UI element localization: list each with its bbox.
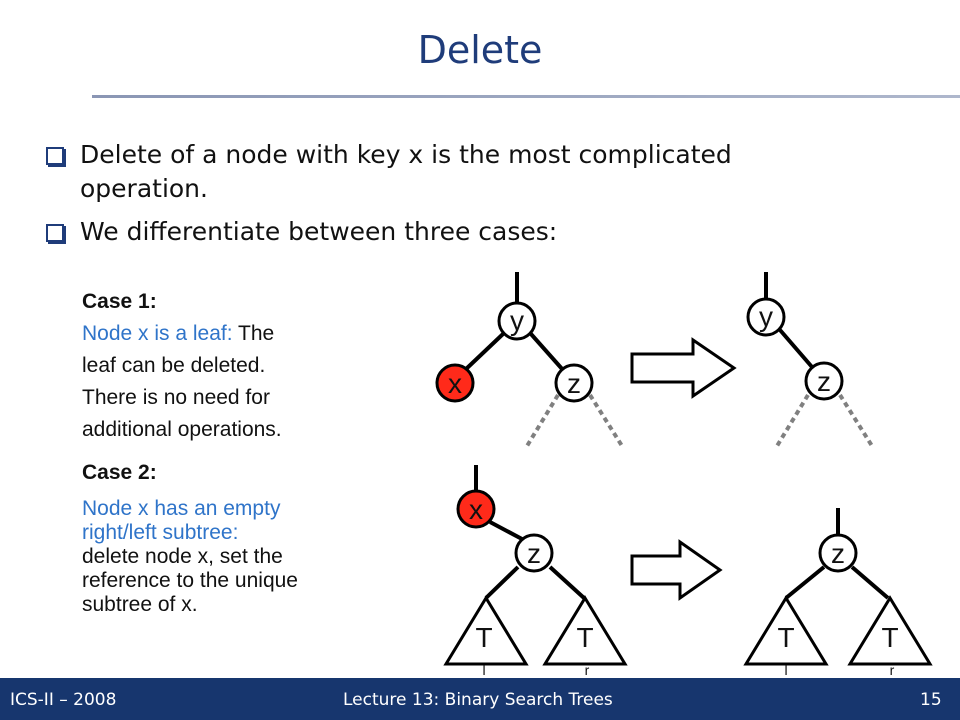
case2-after-label-z: z [831, 538, 845, 569]
bullet-2-line-1: We differentiate between three cases: [80, 217, 558, 246]
case2-before-right-subtree-sub: r [585, 662, 590, 678]
bullet-1-line-1: Delete of a node with key x is the most … [80, 140, 732, 169]
slide-footer: ICS-II – 2008 Lecture 13: Binary Search … [0, 678, 960, 720]
case1-after-z-right-dotted-edge [838, 393, 874, 448]
case2-before-z-left-edge [484, 565, 520, 600]
case1-before-label-y: y [510, 305, 524, 336]
case-1-line-3: additional operations. [82, 418, 282, 441]
case2-after-left-subtree [743, 595, 829, 666]
case2-after-node-z [818, 533, 858, 573]
bullet-1-line-2: operation. [80, 174, 208, 203]
case-2-text: Case 2: Node x has an empty right/left s… [82, 457, 298, 617]
case1-before-label-x: x [448, 368, 462, 399]
case-1-heading: Case 1: [82, 290, 157, 313]
case2-before-left-subtree-sub: l [482, 662, 485, 678]
case2-before-label-x: x [469, 494, 483, 525]
case2-before-label-z: z [527, 538, 541, 569]
case1-before-node-z [554, 363, 594, 403]
case1-before-z-left-dotted-edge [525, 393, 560, 448]
square-bullet-icon [46, 147, 64, 165]
case2-before-x-z-edge [489, 520, 523, 541]
case-2-line-3: subtree of x. [82, 593, 198, 616]
bst-delete-diagram: y x z y z x z z T T T T l r l r [435, 272, 933, 678]
case1-before-label-z: z [567, 368, 581, 399]
case2-after-right-subtree-sub: r [890, 662, 895, 678]
case2-before-z-right-edge [548, 565, 586, 600]
slide-title: Delete [417, 28, 543, 72]
case1-after-node-z [804, 361, 844, 401]
case2-before-left-subtree-label: T [475, 622, 492, 653]
footer-page-number: 15 [920, 690, 942, 710]
case2-after-left-subtree-sub: l [784, 662, 787, 678]
case-2-line-2: reference to the unique [82, 569, 298, 592]
case1-before-z-right-dotted-edge [588, 393, 624, 448]
case2-before-node-z [514, 533, 554, 573]
case-1-highlight: Node x is a leaf: [82, 322, 233, 345]
case-2-line-1: delete node x, set the [82, 545, 283, 568]
case-2-highlight-line-2: right/left subtree: [82, 521, 239, 544]
case2-after-right-subtree-label: T [881, 622, 898, 653]
case2-after-z-left-edge [784, 565, 826, 600]
case-1-inline: The [232, 322, 275, 345]
case1-after-y-z-edge [778, 328, 814, 369]
case2-after-left-subtree-label: T [777, 622, 794, 653]
square-bullet-icon [46, 224, 64, 242]
case-1-line-1: leaf can be deleted. [82, 354, 266, 377]
case2-before-right-subtree-label: T [576, 622, 593, 653]
case2-before-right-subtree [542, 595, 628, 666]
case2-before-node-x [456, 489, 496, 529]
case2-after-right-subtree [847, 595, 933, 666]
case2-before-left-subtree [443, 595, 529, 666]
footer-course: ICS-II – 2008 [10, 690, 117, 710]
case1-after-node-y [746, 297, 786, 337]
title-divider [92, 95, 960, 98]
footer-lecture-title: Lecture 13: Binary Search Trees [343, 690, 613, 710]
case-2-heading: Case 2: [82, 461, 157, 484]
case-2-highlight-line-1: Node x has an empty [82, 497, 281, 520]
case1-after-label-y: y [759, 301, 773, 332]
case1-before-y-z-edge [529, 332, 565, 372]
case1-before-node-x [435, 363, 475, 403]
case1-right-arrow-icon [630, 337, 737, 399]
case-1-text: Case 1: Node x is a leaf: The leaf can b… [82, 286, 282, 446]
case1-after-label-z: z [817, 366, 831, 397]
case1-before-node-y [497, 301, 537, 341]
case2-right-arrow-icon [630, 539, 723, 601]
case1-after-z-left-dotted-edge [775, 393, 810, 448]
case2-after-z-right-edge [850, 565, 890, 600]
case1-before-y-x-edge [463, 332, 505, 372]
case-1-line-2: There is no need for [82, 386, 270, 409]
